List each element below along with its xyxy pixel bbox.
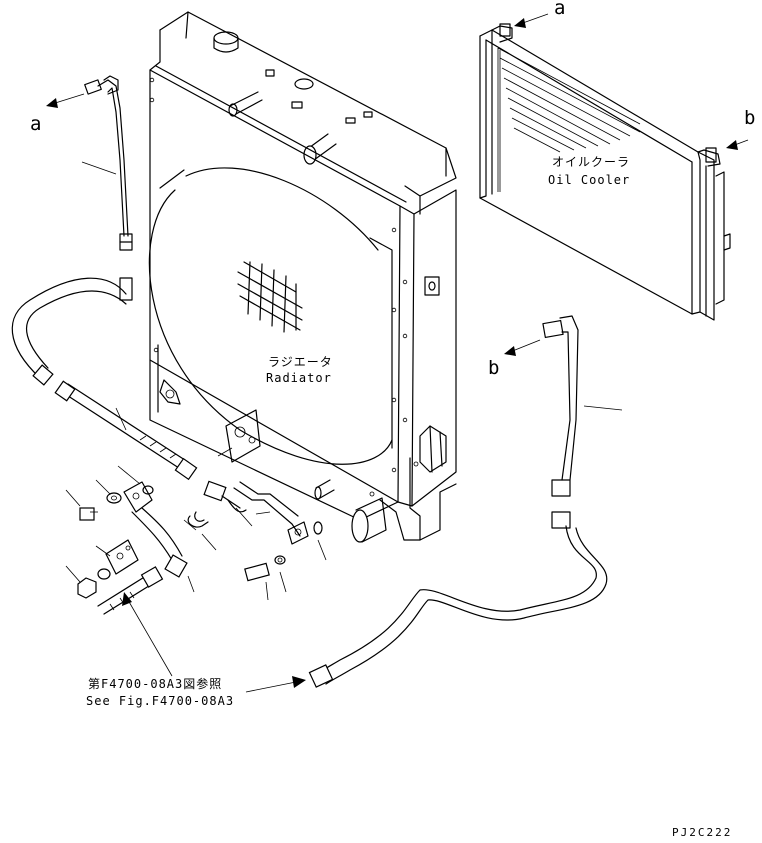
oil-cooler-assembly: オイルクーラ Oil Cooler	[479, 23, 731, 321]
reference-text-jp: 第F4700-08A3図参照	[88, 676, 222, 691]
oil-pipe-left	[11, 277, 198, 481]
callout-a-left: a	[30, 113, 41, 135]
oil-cooler-label-jp: オイルクーラ	[552, 155, 630, 169]
reference-text-en: See Fig.F4700-08A3	[86, 694, 234, 708]
callout-a-top: a	[554, 0, 565, 19]
oil-pipe-bottom	[308, 525, 608, 688]
radiator-label-en: Radiator	[266, 371, 332, 385]
radiator-label-jp: ラジエータ	[268, 355, 333, 369]
callout-b-right: b	[744, 107, 755, 129]
callout-b-left: b	[488, 357, 499, 379]
oil-hose-a	[84, 75, 133, 301]
drawing-code: PJ2C222	[672, 826, 732, 839]
radiator-core-grid-icon	[237, 261, 303, 333]
small-parts	[77, 480, 323, 615]
leader-lines	[65, 161, 623, 601]
oil-cooler-fins	[497, 47, 641, 192]
oil-cooler-label-en: Oil Cooler	[548, 173, 630, 187]
oil-hose-b	[542, 315, 579, 529]
callout-arrows: a a b b	[30, 0, 755, 693]
radiator-assembly: ラジエータ Radiator	[148, 11, 457, 543]
